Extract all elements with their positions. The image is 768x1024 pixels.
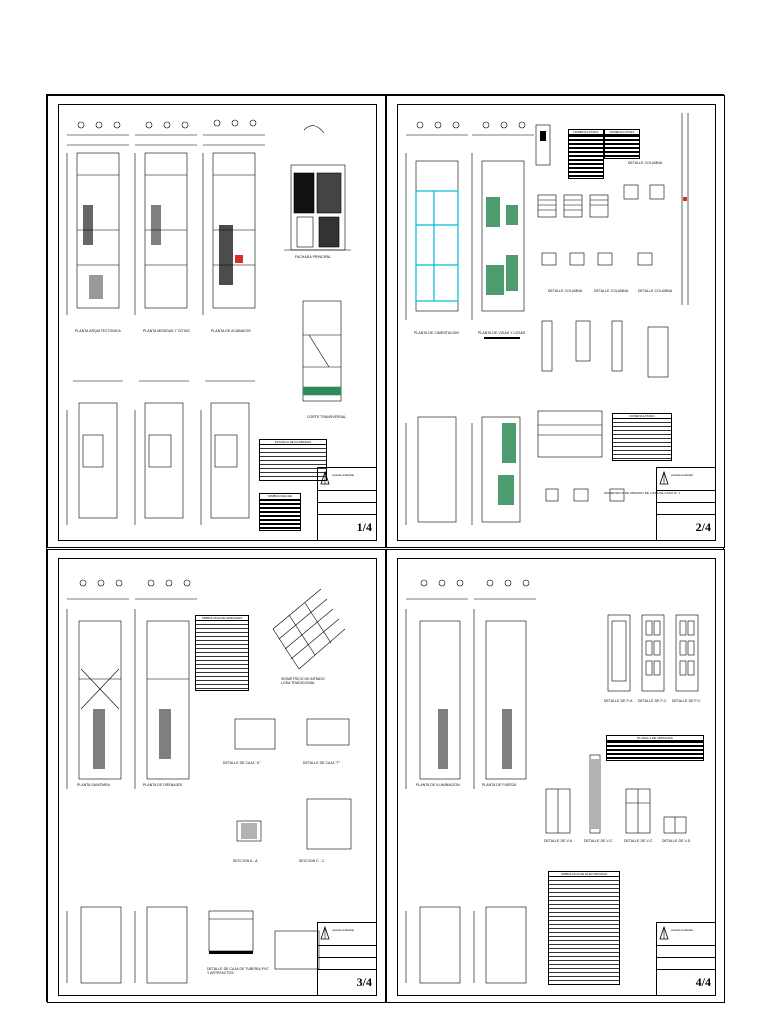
project-name: vivienda unifamiliar (671, 929, 694, 932)
label-planta-medidas: PLANTA MEDIDAS Y COTAS (143, 329, 190, 333)
sheet-d-frame: PLANTA DE ILUMINACION PLANTA DE FUERZA D… (397, 558, 716, 996)
planilla-acabados-title: PLANILLA DE ACABADOS (260, 440, 326, 445)
label-planta-acabados: PLANTA DE ACABADOS (211, 329, 251, 333)
planilla-ventanas-title: PLANILLA DE VENTANAS (607, 736, 703, 741)
label-seccion-a: SECCION A - A (233, 859, 258, 863)
label-planta-sanitaria: PLANTA SANITARIA (77, 783, 110, 787)
sheet-a-frame: PLANTA ARQUITECTONICA PLANTA MEDIDAS Y C… (58, 104, 377, 541)
sheet-b: NOMENCLATURA NOMENCLATURA PLANTA DE CIME… (386, 95, 725, 548)
plan-set: PLANTA ARQUITECTONICA PLANTA MEDIDAS Y C… (46, 94, 725, 1003)
label-corte-transversal: CORTE TRANSVERSAL (307, 415, 347, 419)
title-block-b: vivienda unifamiliar 2/4 (656, 467, 715, 540)
sheet-d: PLANTA DE ILUMINACION PLANTA DE FUERZA D… (386, 549, 725, 1003)
label-isometrico-losa: ISOMETRICO DE ARMADO DE LOSA DE CASA N° … (604, 491, 681, 495)
sheet-a: PLANTA ARQUITECTONICA PLANTA MEDIDAS Y C… (47, 95, 386, 548)
project-name: vivienda unifamiliar (332, 474, 355, 477)
label-detalle-vd: DETALLE DE V-D (662, 839, 691, 843)
table-nomenclatura-2: NOMENCLATURA (604, 129, 640, 159)
sheet-b-drawing (405, 113, 689, 525)
sheet-d-drawing (405, 579, 699, 984)
label-detalle-columna-4: DETALLE COLUMNA (638, 289, 673, 293)
table-nomenclatura-1: NOMENCLATURA (568, 129, 604, 179)
sheet-number: 3/4 (356, 975, 372, 989)
sheet-b-frame: NOMENCLATURA NOMENCLATURA PLANTA DE CIME… (397, 104, 716, 541)
table-simbologia-drenajes: SIMBOLOGIA DE DRENAJES (195, 615, 249, 691)
label-seccion-c: SECCION C - C (299, 859, 325, 863)
table-planilla-ventanas: PLANILLA DE VENTANAS (606, 735, 704, 761)
label-isometrico-artado: ISOMETRICO DE ARTADO LOSA TRADICIONAL (281, 677, 325, 685)
label-planta-fuerza: PLANTA DE FUERZA (482, 783, 517, 787)
label-detalle-pa: DETALLE DE P-A (604, 699, 633, 703)
label-detalle-va: DETALLE DE V-A (544, 839, 573, 843)
project-name: vivienda unifamiliar (332, 929, 355, 932)
label-planta-iluminacion: PLANTA DE ILUMINACION (416, 783, 460, 787)
label-detalle-columna-3: DETALLE COLUMNA (594, 289, 629, 293)
simbologia-electricidad-title: SIMBOLOGIA DE ELECTRICIDAD (549, 872, 619, 877)
title-block-a: vivienda unifamiliar 1/4 (317, 467, 376, 540)
label-planta-arquitectonica: PLANTA ARQUITECTONICA (75, 329, 121, 333)
label-detalle-vb: DETALLE DE V-C (584, 839, 613, 843)
logo-icon (320, 926, 330, 940)
label-detalle-caja-1: DETALLE DE CAJA "U" (223, 761, 261, 765)
table-simbologia-acabados: SIMBOLOGIA DE ACABADOS (259, 493, 301, 531)
label-detalle-vc: DETALLE DE V-C (624, 839, 653, 843)
title-block-d: vivienda unifamiliar 4/4 (656, 922, 715, 995)
project-name: vivienda unifamiliar (671, 474, 694, 477)
logo-icon (659, 926, 669, 940)
nomenclatura-2-title: NOMENCLATURA (605, 130, 639, 135)
label-planta-drenajes: PLANTA DE DRENAJES (143, 783, 183, 787)
label-detalle-pc: DETALLE DE P-C (672, 699, 701, 703)
label-detalle-caja-2: DETALLE DE CAJA "T" (303, 761, 341, 765)
sheet-number: 4/4 (695, 975, 711, 989)
table-simbologia-electricidad: SIMBOLOGIA DE ELECTRICIDAD (548, 871, 620, 985)
simbologia-drenajes-title: SIMBOLOGIA DE DRENAJES (196, 616, 248, 621)
table-nomenclatura-3: NOMENCLATURA (612, 413, 672, 461)
label-detalle-pb: DETALLE DE P-C (638, 699, 667, 703)
title-block-c: vivienda unifamiliar 3/4 (317, 922, 376, 995)
label-detalle-tuberia: DETALLE DE CAJA DE TUBERIA PVC Y ARTEFAC… (207, 967, 269, 975)
sheet-a-drawing (66, 119, 351, 525)
label-detalle-columna-2: DETALLE COLUMNA (548, 289, 583, 293)
nomenclatura-1-title: NOMENCLATURA (569, 130, 603, 135)
label-detalle-columna-1: DETALLE COLUMNA (628, 161, 663, 165)
logo-icon (659, 471, 669, 485)
sheet-c-frame: PLANTA SANITARIA PLANTA DE DRENAJES SIMB… (58, 558, 377, 996)
nomenclatura-3-title: NOMENCLATURA (613, 414, 671, 419)
logo-icon (320, 471, 330, 485)
table-planilla-acabados: PLANILLA DE ACABADOS (259, 439, 327, 481)
sheet-c-drawing (66, 579, 352, 984)
sheet-c: PLANTA SANITARIA PLANTA DE DRENAJES SIMB… (47, 549, 386, 1003)
label-planta-vigas-losas: PLANTA DE VIGAS Y LOSAS (478, 331, 526, 335)
sheet-number: 2/4 (695, 520, 711, 534)
label-fachada-principal: FACHADA PRINCIPAL (295, 255, 332, 259)
sheet-number: 1/4 (356, 520, 372, 534)
label-planta-cimentacion: PLANTA DE CIMENTACION (414, 331, 459, 335)
